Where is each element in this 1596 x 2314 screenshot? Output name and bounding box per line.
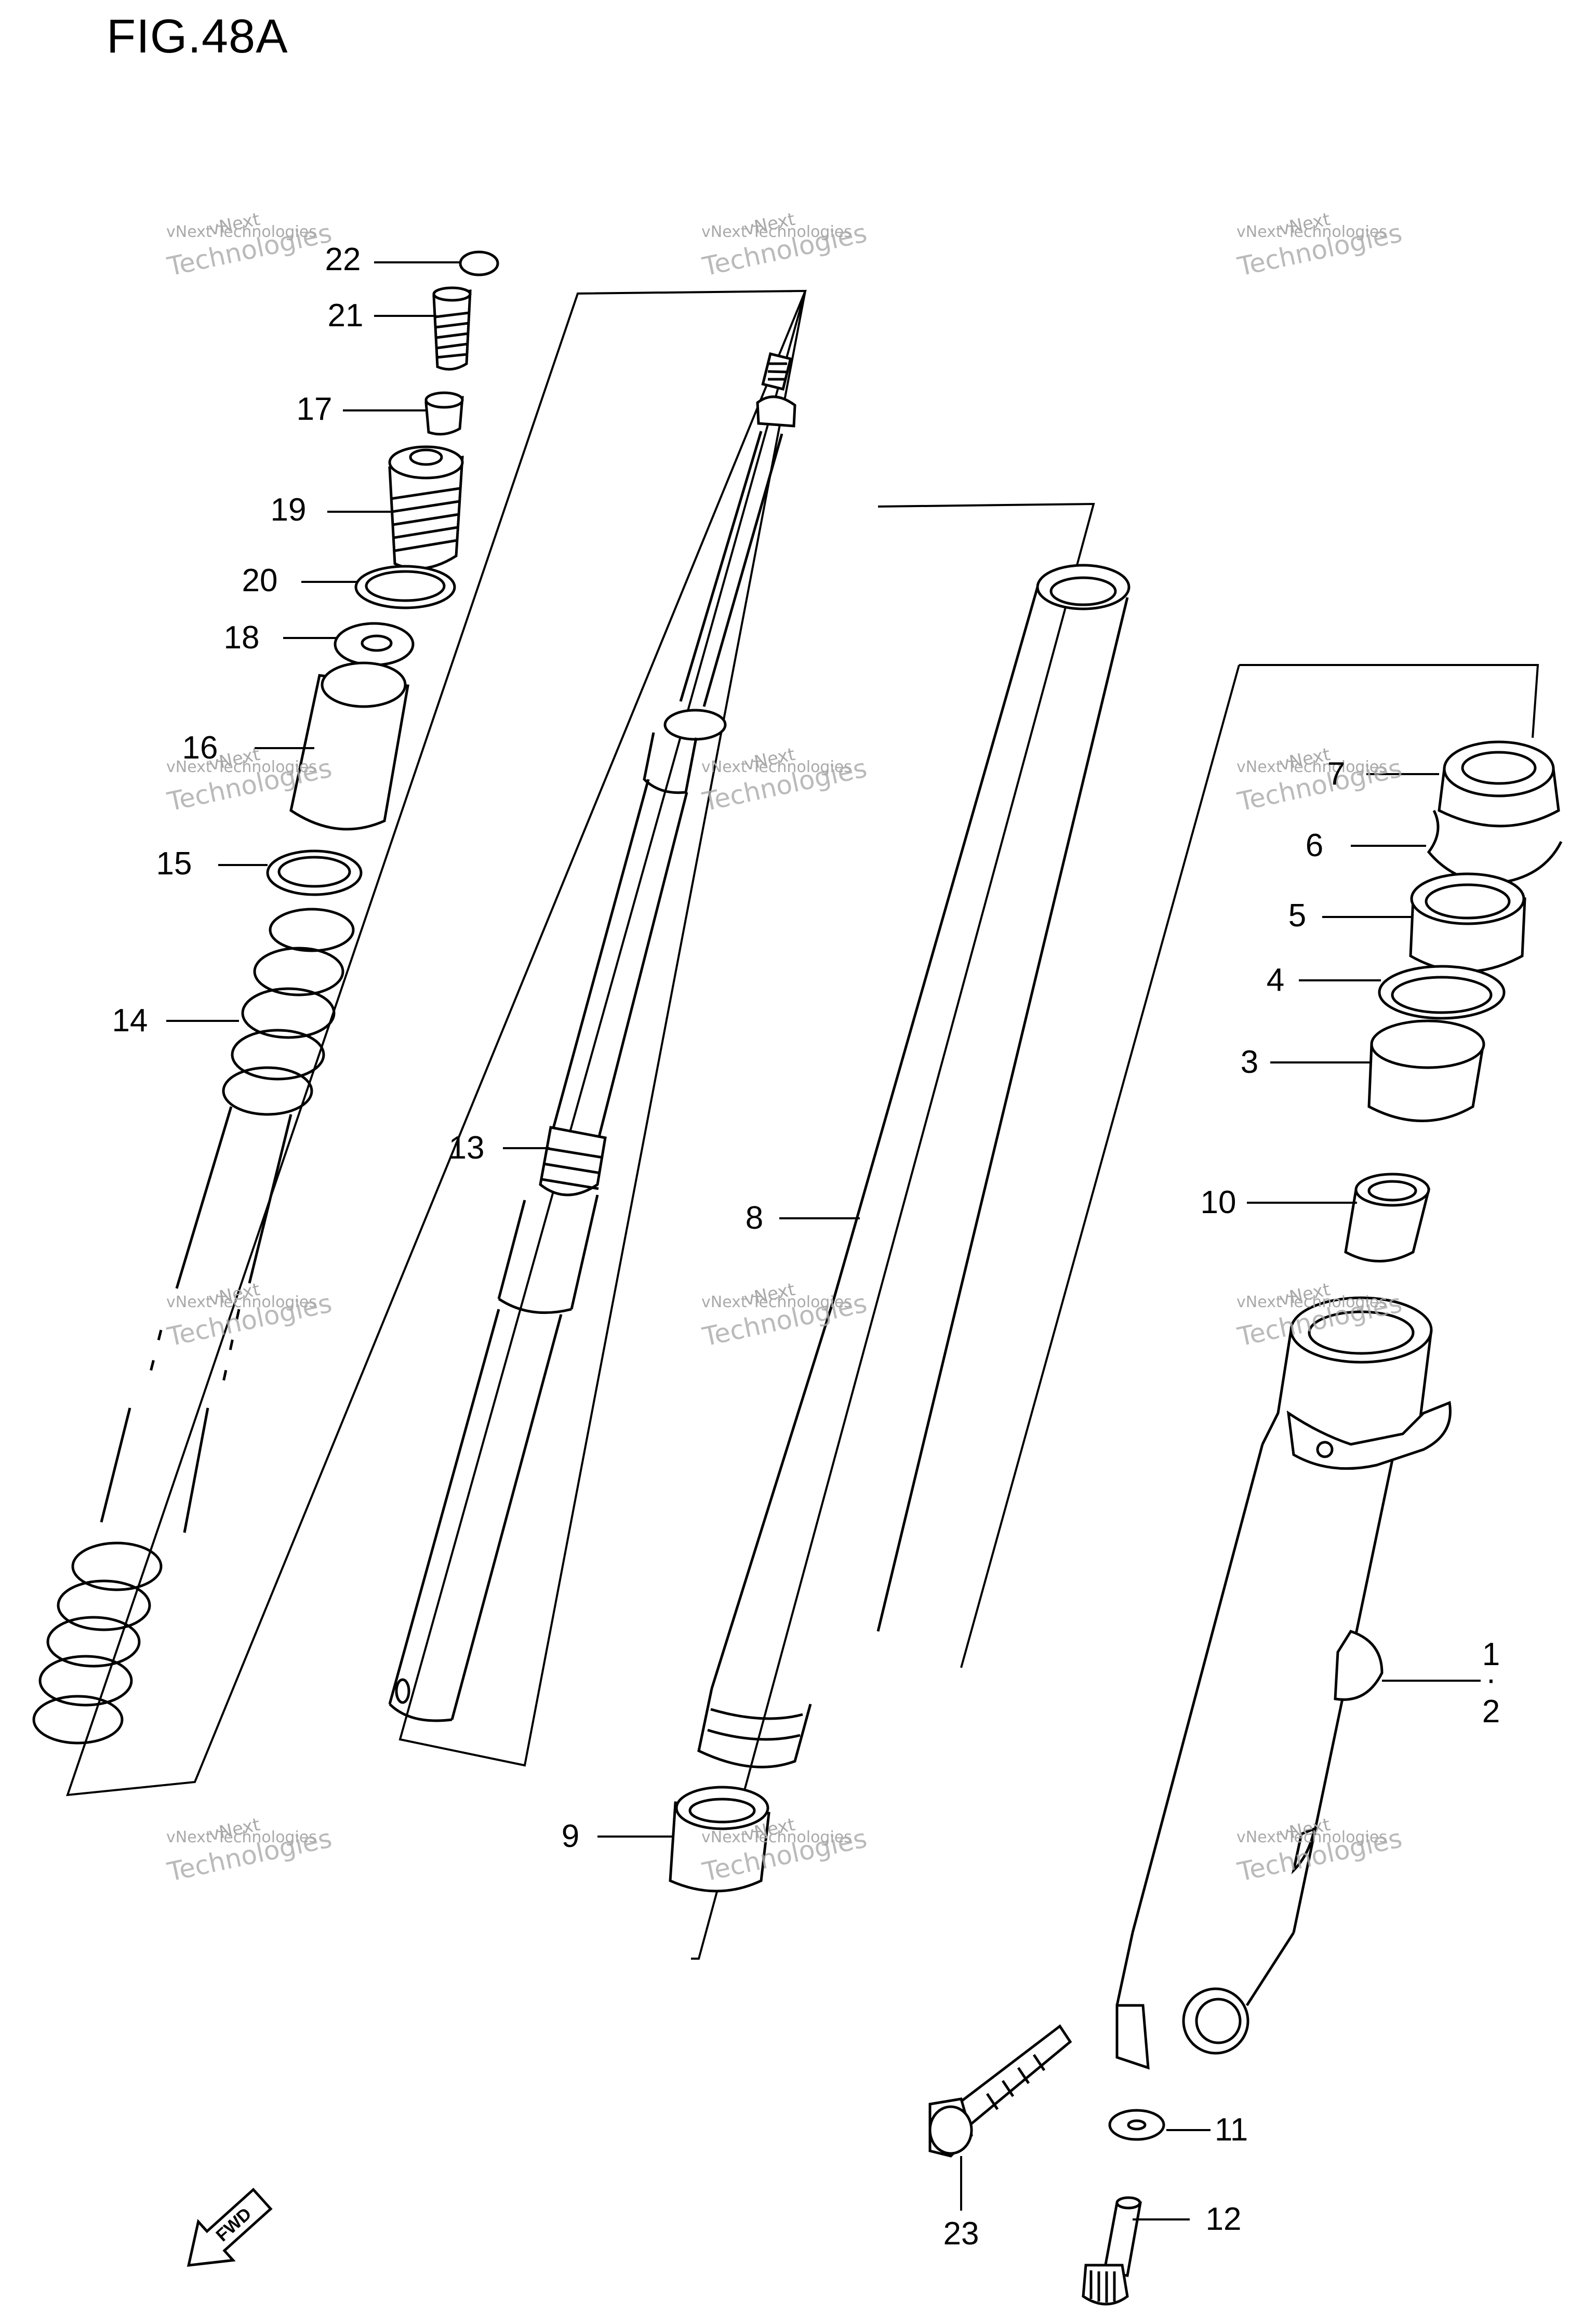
callout-13: 13 bbox=[448, 1130, 485, 1166]
callout-8: 8 bbox=[745, 1200, 764, 1236]
callout-22: 22 bbox=[325, 242, 361, 277]
callout-4: 4 bbox=[1266, 962, 1285, 998]
panel-inner-tube-outline bbox=[691, 502, 1095, 1960]
piece-10 bbox=[1344, 1173, 1431, 1262]
panel-outer-tube-outline bbox=[1239, 664, 1539, 738]
bolt-21 bbox=[432, 286, 472, 371]
panel-left bbox=[66, 289, 807, 1797]
washer-15 bbox=[266, 849, 363, 896]
leader-lines bbox=[166, 261, 1481, 2220]
washer-4 bbox=[1378, 965, 1506, 1020]
cap-bolt-19 bbox=[388, 445, 464, 570]
panel-outer-tube-left-edge bbox=[960, 664, 1240, 1668]
damper-rod-13 bbox=[388, 352, 796, 1722]
callout-19: 19 bbox=[270, 492, 307, 528]
callout-9: 9 bbox=[561, 1818, 580, 1854]
callout-3: 3 bbox=[1240, 1044, 1259, 1080]
fwd-arrow-icon bbox=[187, 2187, 273, 2267]
callout-18: 18 bbox=[223, 620, 260, 656]
callout-15: 15 bbox=[156, 846, 192, 882]
callout-20: 20 bbox=[242, 563, 278, 599]
dust-seal-7 bbox=[1438, 740, 1560, 828]
bolt-12 bbox=[1082, 2196, 1142, 2306]
bolt-23 bbox=[928, 2024, 1072, 2158]
callout-1: 1 bbox=[1482, 1637, 1500, 1672]
inner-tube-8 bbox=[697, 564, 1130, 1768]
callout-21: 21 bbox=[327, 298, 364, 334]
washer-11 bbox=[1108, 2109, 1165, 2141]
callout-10: 10 bbox=[1200, 1185, 1236, 1220]
callout-23: 23 bbox=[943, 2216, 979, 2252]
o-ring-20 bbox=[354, 565, 456, 609]
washer-18 bbox=[334, 622, 415, 667]
callout-17: 17 bbox=[296, 391, 332, 427]
o-ring-22 bbox=[459, 250, 499, 276]
figure-title: FIG.48A bbox=[107, 10, 288, 63]
outer-tube-1 bbox=[1115, 1296, 1452, 2070]
callout-2: 2 bbox=[1482, 1694, 1500, 1730]
callout-14: 14 bbox=[112, 1003, 148, 1039]
callout-12: 12 bbox=[1205, 2201, 1242, 2237]
bushing-3 bbox=[1367, 1019, 1485, 1122]
spring-14 bbox=[32, 908, 355, 1745]
callout-16: 16 bbox=[182, 730, 218, 766]
callout-7: 7 bbox=[1327, 756, 1346, 792]
callout-dot: · bbox=[1485, 1661, 1497, 1697]
bushing-9 bbox=[669, 1786, 770, 1893]
spacer-17 bbox=[424, 391, 464, 436]
spacer-tube-16 bbox=[289, 661, 409, 831]
panel-damper-rod bbox=[398, 290, 806, 1767]
callout-6: 6 bbox=[1305, 828, 1324, 863]
oil-seal-5 bbox=[1409, 872, 1526, 973]
callout-5: 5 bbox=[1288, 898, 1307, 934]
callout-11: 11 bbox=[1214, 2112, 1248, 2148]
